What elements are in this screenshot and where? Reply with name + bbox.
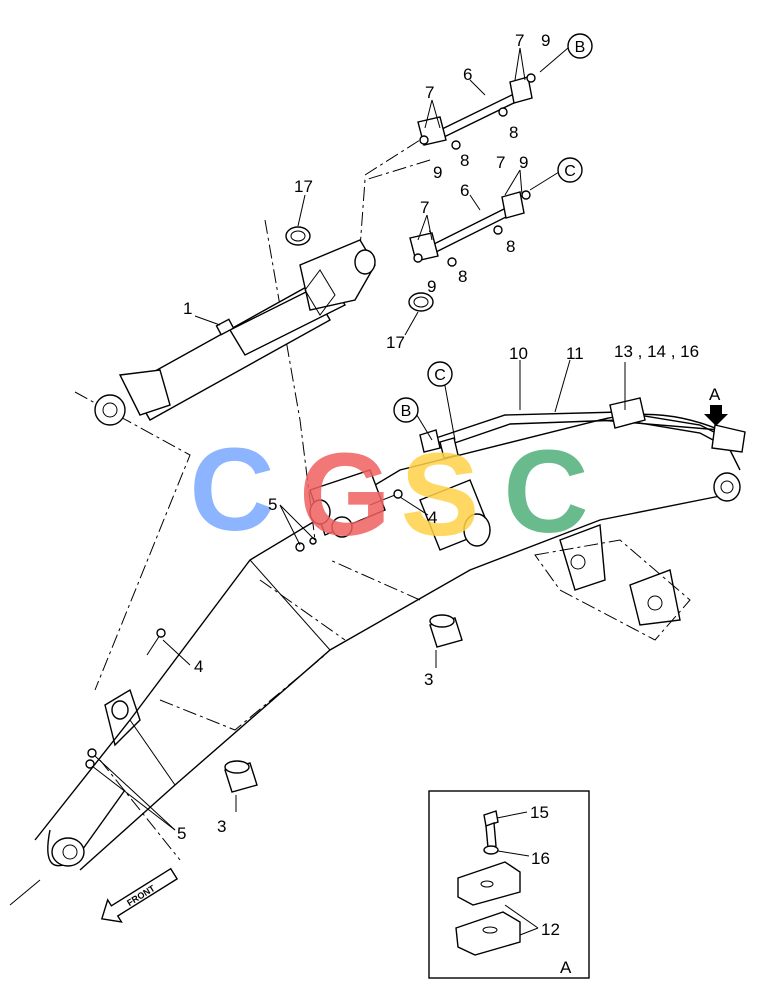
- lower-hose: [409, 190, 531, 267]
- label-part-7-b: 7: [515, 31, 524, 50]
- label-part-9-d: 9: [427, 277, 436, 296]
- inset-label-a: A: [560, 958, 572, 977]
- label-part-11: 11: [566, 344, 584, 363]
- pins: [224, 614, 463, 793]
- upper-hose: [417, 73, 536, 150]
- label-part-10: 10: [509, 344, 528, 363]
- label-part-5-bottom: 5: [177, 824, 186, 843]
- inset-a: 15 16 12 A: [428, 790, 590, 979]
- watermark-letter-4: C: [503, 426, 588, 558]
- boom-cylinder: [94, 239, 376, 426]
- view-a-arrow: [704, 405, 728, 426]
- label-part-4-bottom: 4: [194, 657, 203, 676]
- label-part-17-bottom: 17: [386, 333, 405, 352]
- watermark-letter-3: S: [401, 429, 480, 561]
- label-part-16: 16: [531, 849, 550, 868]
- label-part-9-c: 9: [519, 153, 528, 172]
- view-marker-a: A: [709, 385, 721, 404]
- part-labels: 1 17 17 7 7 7 7 9 9 9 9 6 6 8 8 8 8 10 1…: [177, 31, 721, 843]
- label-part-7-a: 7: [425, 83, 434, 102]
- svg-text:B: B: [575, 39, 586, 56]
- label-part-7-d: 7: [420, 198, 429, 217]
- label-part-8-b: 8: [460, 151, 469, 170]
- front-arrow: FRONT: [100, 867, 179, 923]
- label-part-5-top: 5: [268, 495, 277, 514]
- label-part-17-top: 17: [294, 177, 313, 196]
- label-part-9-b: 9: [433, 163, 442, 182]
- callout-b-top: B: [567, 33, 593, 59]
- label-part-8-a: 8: [509, 123, 518, 142]
- label-part-7-c: 7: [496, 153, 505, 172]
- label-part-3-bottom: 3: [217, 817, 226, 836]
- label-part-6-a: 6: [463, 65, 472, 84]
- callout-c-top: C: [557, 157, 583, 183]
- watermark-letter-1: C: [189, 424, 274, 556]
- label-part-6-b: 6: [460, 181, 469, 200]
- pin-boss-and-bolts: [85, 469, 491, 769]
- boom-pipes: [419, 397, 746, 459]
- label-part-9-a: 9: [541, 31, 550, 50]
- label-part-4-top: 4: [428, 508, 437, 527]
- callout-b-boom: B: [393, 397, 419, 423]
- svg-text:C: C: [564, 163, 576, 180]
- leader-lines: [74, 139, 431, 861]
- label-part-8-c: 8: [506, 237, 515, 256]
- svg-text:B: B: [401, 403, 412, 420]
- label-part-13-14-16: 13 , 14 , 16: [614, 342, 699, 361]
- label-leaders: [91, 47, 626, 831]
- o-rings: [285, 226, 434, 312]
- callout-c-boom: C: [427, 361, 453, 387]
- label-part-3-top: 3: [424, 670, 433, 689]
- label-part-15: 15: [530, 803, 549, 822]
- upper-frame-outline: [534, 524, 691, 641]
- watermark: C G S C: [189, 424, 588, 561]
- watermark-letter-2: G: [299, 429, 391, 561]
- label-part-1: 1: [183, 299, 192, 318]
- label-part-8-d: 8: [458, 267, 467, 286]
- label-part-12: 12: [541, 920, 560, 939]
- svg-text:C: C: [434, 367, 446, 384]
